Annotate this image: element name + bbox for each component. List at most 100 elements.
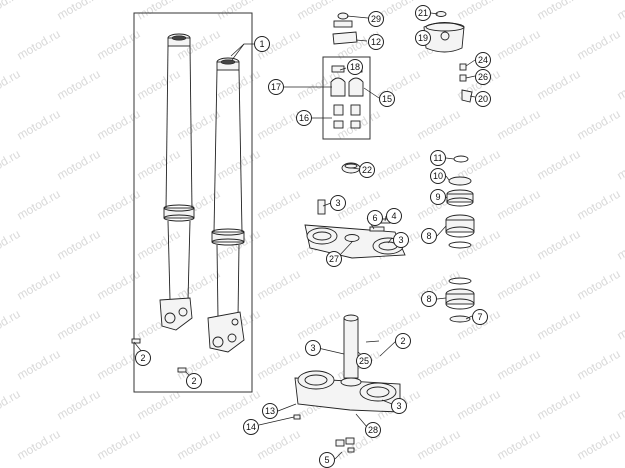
svg-text:6: 6 [372, 213, 377, 223]
callout-16: 16 [296, 110, 312, 126]
watermark-text: motod.ru [295, 147, 343, 183]
callout-3-stem: 3 [305, 340, 321, 356]
watermark-text: motod.ru [215, 147, 263, 183]
watermark-text: motod.ru [495, 347, 543, 383]
watermark-text: motod.ru [495, 267, 543, 303]
watermark-text: motod.ru [255, 267, 303, 303]
callout-4: 4 [386, 208, 402, 224]
watermark-text: motod.ru [615, 147, 625, 183]
svg-text:3: 3 [398, 235, 403, 245]
watermark-text: motod.ru [95, 187, 143, 223]
svg-text:16: 16 [299, 113, 309, 123]
watermark-text: motod.ru [175, 427, 223, 463]
watermark-text: motod.ru [535, 387, 583, 423]
callout-2-stem: 2 [395, 333, 411, 349]
watermark-text: motod.ru [135, 0, 183, 23]
svg-text:15: 15 [382, 94, 392, 104]
watermark-text: motod.ru [295, 307, 343, 343]
callout-8-upper: 8 [421, 228, 437, 244]
watermark-text: motod.ru [55, 147, 103, 183]
svg-text:12: 12 [371, 37, 381, 47]
callout-2-left: 2 [135, 350, 151, 366]
watermark-text: motod.ru [575, 427, 623, 463]
watermark-text: motod.ru [15, 27, 63, 63]
watermark-text: motod.ru [535, 147, 583, 183]
callout-21: 21 [415, 5, 431, 21]
watermark-text: motod.ru [0, 147, 23, 183]
callout-20: 20 [475, 91, 491, 107]
watermark-text: motod.ru [415, 427, 463, 463]
watermark-text: motod.ru [95, 267, 143, 303]
watermark-text: motod.ru [415, 347, 463, 383]
watermark-text: motod.ru [535, 227, 583, 263]
right-fork-leg [207, 57, 245, 353]
svg-text:20: 20 [478, 94, 488, 104]
callout-3-lower: 3 [391, 398, 407, 414]
watermark-text: motod.ru [575, 347, 623, 383]
svg-text:24: 24 [478, 55, 488, 65]
callout-14: 14 [243, 419, 259, 435]
svg-text:25: 25 [359, 356, 369, 366]
svg-text:28: 28 [368, 425, 378, 435]
watermark-text: motod.ru [55, 387, 103, 423]
callout-19: 19 [415, 30, 431, 46]
watermark-text: motod.ru [95, 107, 143, 143]
callout-26: 26 [475, 69, 491, 85]
callout-6: 6 [367, 210, 383, 226]
svg-text:8: 8 [426, 231, 431, 241]
watermark-text: motod.ru [495, 187, 543, 223]
svg-text:3: 3 [335, 198, 340, 208]
callout-2-bottom: 2 [186, 373, 202, 389]
watermark-text: motod.ru [0, 227, 23, 263]
watermark-text: motod.ru [135, 67, 183, 103]
watermark-text: motod.ru [15, 107, 63, 143]
callout-17: 17 [268, 79, 284, 95]
fork-assembly-frame [133, 12, 253, 393]
watermark-text: motod.ru [15, 267, 63, 303]
svg-text:2: 2 [140, 353, 145, 363]
watermark-text: motod.ru [295, 0, 343, 23]
svg-text:17: 17 [271, 82, 281, 92]
watermark-text: motod.ru [55, 67, 103, 103]
callout-3-top: 3 [330, 195, 346, 211]
watermark-text: motod.ru [615, 67, 625, 103]
watermark-text: motod.ru [415, 107, 463, 143]
watermark-text: motod.ru [255, 187, 303, 223]
callout-25: 25 [356, 353, 372, 369]
watermark-text: motod.ru [135, 147, 183, 183]
callout-10: 10 [430, 168, 446, 184]
watermark-text: motod.ru [95, 427, 143, 463]
svg-text:9: 9 [435, 192, 440, 202]
svg-text:7: 7 [477, 312, 482, 322]
callout-13: 13 [262, 403, 278, 419]
watermark-text: motod.ru [495, 27, 543, 63]
svg-text:2: 2 [191, 376, 196, 386]
rubber-cap [341, 162, 361, 174]
watermark-text: motod.ru [615, 0, 625, 23]
svg-text:21: 21 [418, 8, 428, 18]
watermark-text: motod.ru [0, 67, 23, 103]
watermark-text: motod.ru [455, 387, 503, 423]
watermark-text: motod.ru [575, 107, 623, 143]
watermark-text: motod.ru [95, 27, 143, 63]
svg-text:3: 3 [310, 343, 315, 353]
callout-22: 22 [359, 162, 375, 178]
watermark-text: motod.ru [215, 0, 263, 23]
watermark-text: motod.ru [15, 347, 63, 383]
watermark-text: motod.ru [255, 427, 303, 463]
callout-layer: 1 2 2 29 12 18 17 15 16 21 19 24 26 20 2… [135, 5, 491, 468]
watermark-text: motod.ru [15, 427, 63, 463]
watermark-text: motod.ru [15, 187, 63, 223]
watermark-text: motod.ru [0, 387, 23, 423]
watermark-text: motod.ru [375, 147, 423, 183]
watermark-text: motod.ru [335, 267, 383, 303]
svg-text:13: 13 [265, 406, 275, 416]
svg-text:1: 1 [259, 39, 264, 49]
callout-29: 29 [368, 11, 384, 27]
svg-text:4: 4 [391, 211, 396, 221]
left-fork-leg [159, 33, 195, 331]
callout-27: 27 [326, 251, 342, 267]
callout-3-right: 3 [393, 232, 409, 248]
callout-12: 12 [368, 34, 384, 50]
